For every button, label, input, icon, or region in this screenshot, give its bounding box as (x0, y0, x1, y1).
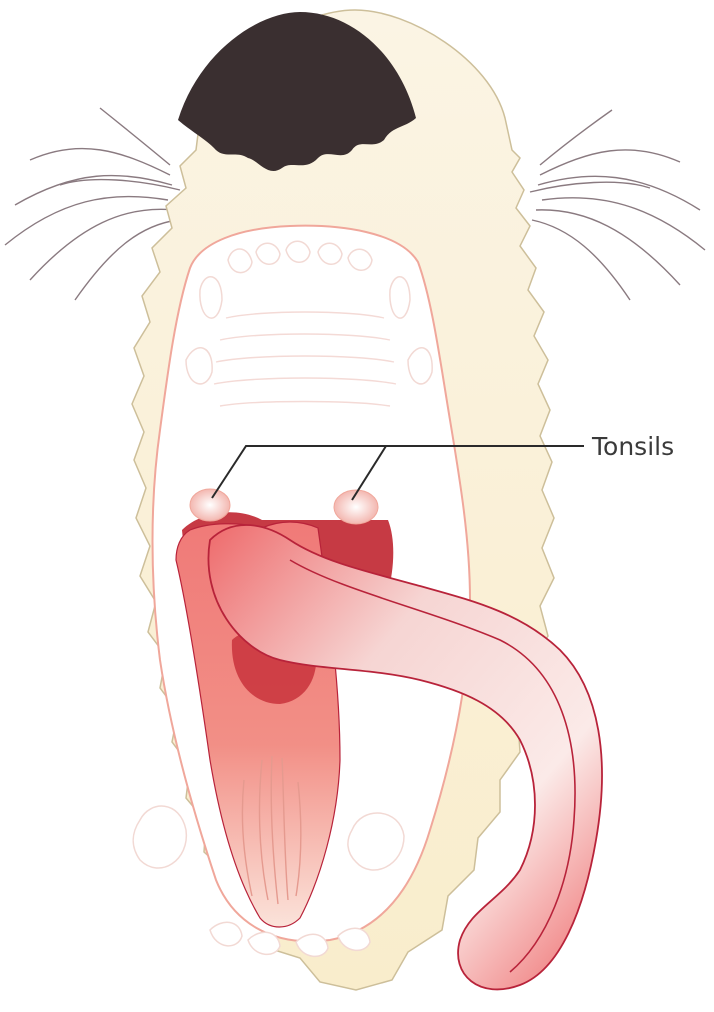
tonsil-left (190, 489, 230, 521)
tonsils-label: Tonsils (591, 432, 674, 461)
